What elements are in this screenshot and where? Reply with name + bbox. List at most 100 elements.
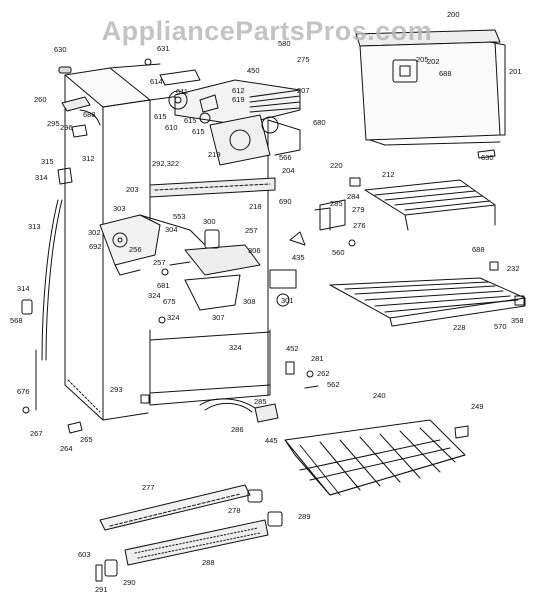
part-label-256: 256 bbox=[129, 245, 142, 254]
part-label-688-door: 688 bbox=[439, 69, 452, 78]
part-label-278: 278 bbox=[228, 506, 241, 515]
part-label-692: 692 bbox=[89, 242, 102, 251]
part-label-614: 614 bbox=[150, 77, 163, 86]
part-label-680: 680 bbox=[313, 118, 326, 127]
part-label-612: 612 bbox=[232, 86, 245, 95]
part-label-292-322: 292,322 bbox=[152, 159, 180, 168]
part-label-553: 553 bbox=[173, 212, 186, 221]
part-label-690: 690 bbox=[279, 197, 292, 206]
part-label-675: 675 bbox=[163, 297, 176, 306]
part-label-445: 445 bbox=[265, 436, 278, 445]
part-label-435: 435 bbox=[292, 253, 305, 262]
part-label-452: 452 bbox=[286, 344, 299, 353]
part-label-284: 284 bbox=[347, 192, 360, 201]
part-label-560: 560 bbox=[332, 248, 345, 257]
part-label-630-left: 630 bbox=[54, 45, 67, 54]
part-label-611: 611 bbox=[176, 87, 188, 96]
part-label-276: 276 bbox=[353, 221, 366, 230]
part-label-260: 260 bbox=[34, 95, 47, 104]
part-label-288: 288 bbox=[202, 558, 215, 567]
part-label-249: 249 bbox=[471, 402, 484, 411]
part-label-562: 562 bbox=[327, 380, 340, 389]
part-label-207: 207 bbox=[297, 86, 310, 95]
part-label-566: 566 bbox=[279, 153, 292, 162]
part-label-264: 264 bbox=[60, 444, 73, 453]
part-label-300: 300 bbox=[203, 217, 216, 226]
part-label-312: 312 bbox=[82, 154, 95, 163]
part-label-296: 296 bbox=[60, 123, 73, 132]
part-label-281: 281 bbox=[311, 354, 324, 363]
part-label-293: 293 bbox=[110, 385, 123, 394]
part-label-285-lower: 285 bbox=[254, 397, 267, 406]
part-label-275: 275 bbox=[297, 55, 310, 64]
part-label-306: 306 bbox=[248, 246, 261, 255]
part-label-324-c: 324 bbox=[229, 343, 242, 352]
part-label-240: 240 bbox=[373, 391, 386, 400]
part-label-205: 205 bbox=[416, 55, 429, 64]
part-label-619: 619 bbox=[232, 95, 245, 104]
part-label-314-upper: 314 bbox=[35, 173, 48, 182]
part-label-289: 289 bbox=[298, 512, 311, 521]
part-label-681: 681 bbox=[157, 281, 170, 290]
part-label-631: 631 bbox=[157, 44, 170, 53]
part-label-219: 219 bbox=[208, 150, 221, 159]
hardware-items bbox=[22, 177, 525, 439]
part-label-630-right: 630 bbox=[481, 153, 494, 162]
part-label-220: 220 bbox=[330, 161, 343, 170]
part-label-615-a: 615 bbox=[154, 112, 167, 121]
part-label-204: 204 bbox=[282, 166, 295, 175]
part-label-450: 450 bbox=[247, 66, 260, 75]
fresh-food-shelf bbox=[329, 277, 526, 327]
part-label-203: 203 bbox=[126, 185, 139, 194]
freezer-shelf bbox=[364, 179, 496, 231]
part-label-257-lower: 257 bbox=[153, 258, 166, 267]
part-label-228: 228 bbox=[453, 323, 466, 332]
part-label-568: 568 bbox=[10, 316, 23, 325]
part-label-262: 262 bbox=[317, 369, 330, 378]
part-label-301: 301 bbox=[281, 296, 294, 305]
evaporator-assembly bbox=[174, 79, 301, 166]
part-label-265: 265 bbox=[80, 435, 93, 444]
part-label-570: 570 bbox=[494, 322, 507, 331]
part-label-285-upper: 285 bbox=[330, 199, 343, 208]
part-label-202: 202 bbox=[427, 57, 440, 66]
part-label-303: 303 bbox=[113, 204, 126, 213]
left-side-parts bbox=[21, 66, 101, 411]
part-label-232: 232 bbox=[507, 264, 520, 273]
part-label-358: 358 bbox=[511, 316, 524, 325]
kick-plate bbox=[95, 484, 283, 582]
part-label-286: 286 bbox=[231, 425, 244, 434]
part-label-290: 290 bbox=[123, 578, 136, 587]
part-label-279: 279 bbox=[352, 205, 365, 214]
control-housing bbox=[99, 214, 206, 276]
part-label-212: 212 bbox=[382, 170, 395, 179]
part-label-324-a: 324 bbox=[148, 291, 161, 300]
part-label-615-b: 615 bbox=[184, 116, 197, 125]
part-label-580: 580 bbox=[278, 39, 291, 48]
part-label-313: 313 bbox=[28, 222, 41, 231]
part-label-257-upper: 257 bbox=[245, 226, 258, 235]
part-label-302: 302 bbox=[88, 228, 101, 237]
part-label-315: 315 bbox=[41, 157, 54, 166]
part-label-324-b: 324 bbox=[167, 313, 180, 322]
part-label-200: 200 bbox=[447, 10, 460, 19]
part-label-307: 307 bbox=[212, 313, 225, 322]
part-label-267: 267 bbox=[30, 429, 43, 438]
freezer-door-panel bbox=[355, 29, 506, 159]
part-label-201: 201 bbox=[509, 67, 522, 76]
part-label-308: 308 bbox=[243, 297, 256, 306]
part-label-277: 277 bbox=[142, 483, 155, 492]
part-label-291: 291 bbox=[95, 585, 108, 594]
part-label-688-shelf: 688 bbox=[472, 245, 485, 254]
fan-motor-parts bbox=[144, 58, 219, 124]
part-label-603: 603 bbox=[78, 550, 91, 559]
part-label-688-left: 688 bbox=[83, 110, 96, 119]
part-label-218: 218 bbox=[249, 202, 262, 211]
watermark: AppliancePartsPros.com bbox=[101, 16, 433, 46]
part-label-304: 304 bbox=[165, 225, 178, 234]
cold-control-assembly bbox=[158, 229, 297, 324]
part-label-615-c: 615 bbox=[192, 127, 205, 136]
part-label-676: 676 bbox=[17, 387, 30, 396]
